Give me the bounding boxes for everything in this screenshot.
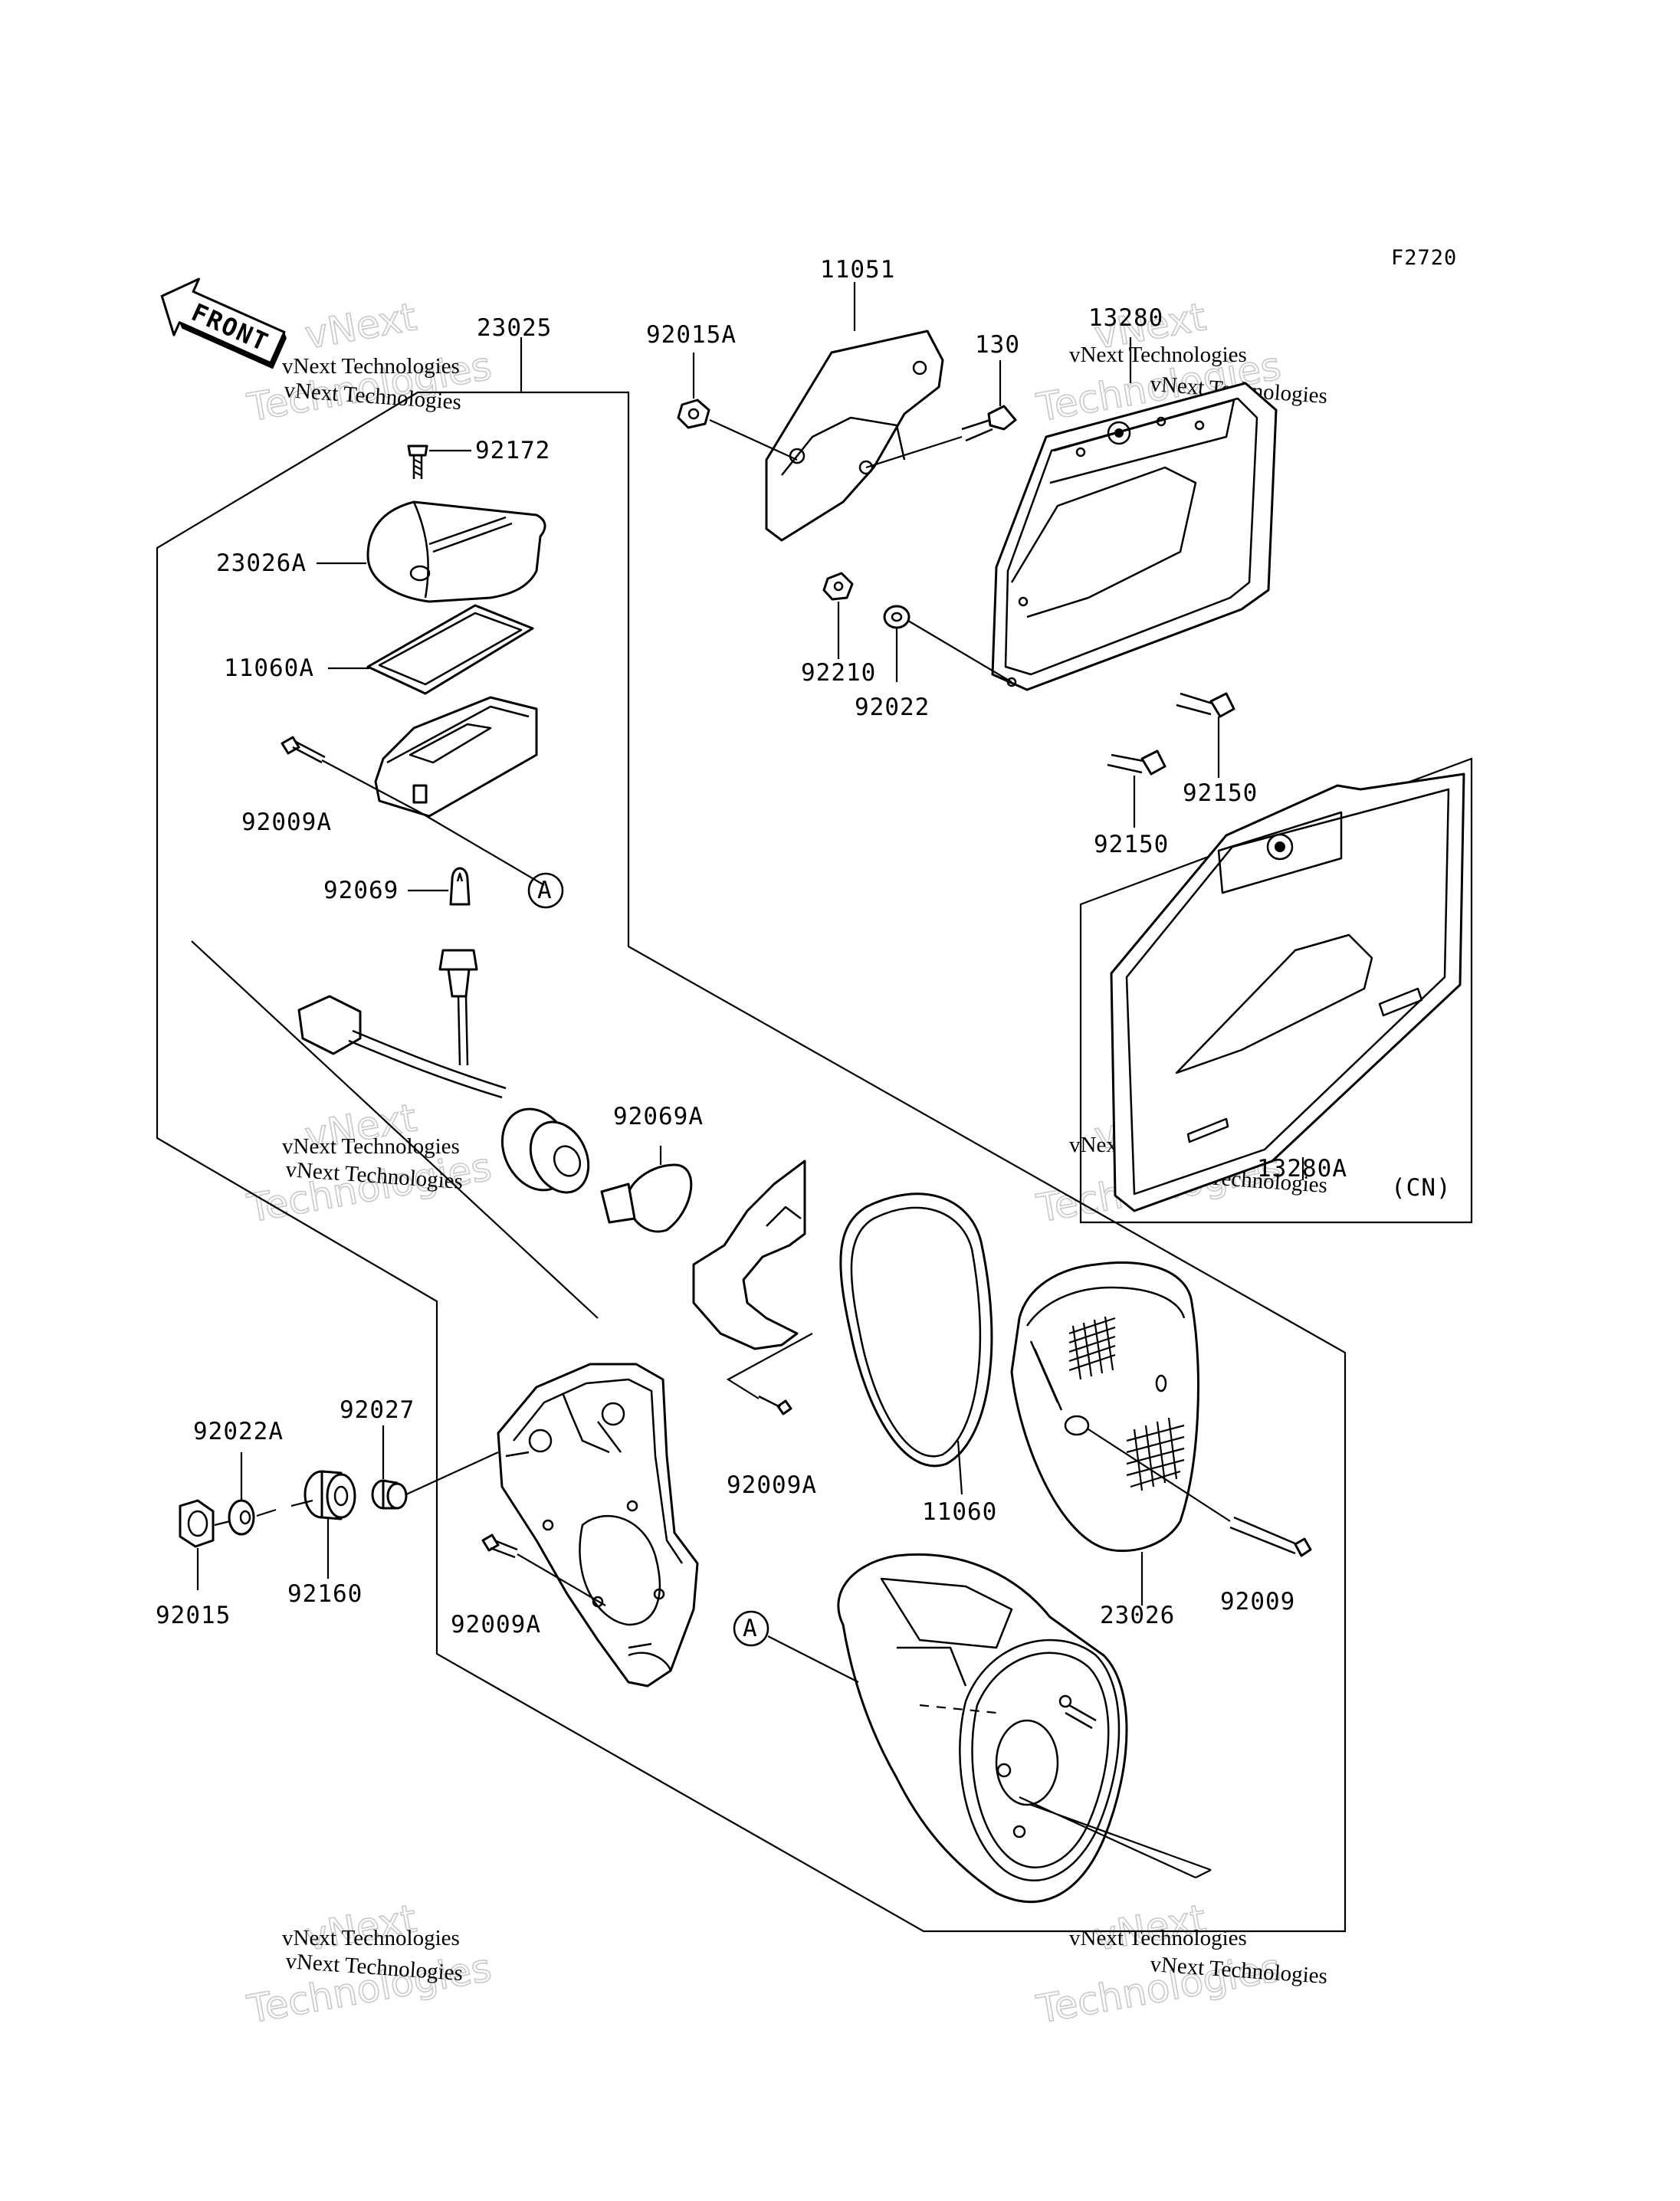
part-label-92009A: 92009A [451,1611,541,1638]
part-label-11060A: 11060A [224,654,314,682]
ref-circle-a2 [733,1610,769,1647]
lamp-housing [374,696,545,886]
part-label-11051: 11051 [820,256,895,284]
bolt-92150-a [1176,692,1235,778]
watermark-text: vNext Technologies [282,1926,460,1950]
lens-23026 [1010,1261,1199,1606]
spacer-92027 [371,1425,499,1510]
screw-92009 [1088,1429,1312,1557]
part-label-23025: 23025 [477,314,552,342]
part-label-92160: 92160 [287,1580,363,1608]
part-label-13280: 13280 [1088,304,1163,332]
part-label-13280A: 13280A [1257,1155,1347,1183]
bolt-92150-b [1107,750,1166,828]
nut-92210 [822,572,854,659]
part-label-92027: 92027 [340,1396,415,1424]
nut-92015 [179,1499,231,1590]
washer-92022 [883,605,1012,683]
part-label-92069: 92069 [323,877,399,904]
part-label-92009: 92009 [1220,1588,1295,1615]
grommet-92160 [290,1470,356,1579]
part-label-92022A: 92022A [193,1418,284,1445]
part-label-11060: 11060 [922,1498,997,1526]
screw-92172 [407,444,471,479]
ref-circle-a1 [527,872,564,909]
watermark-word: vNext [302,294,420,357]
gasket-11060A [328,604,534,695]
part-label-23026A: 23026A [216,549,307,577]
bolt-130 [865,360,1017,469]
watermark-text: vNext Technologies [1069,1926,1247,1950]
tail-lamp-housing [837,1553,1212,1904]
gasket-11060 [839,1192,993,1495]
lamp-cover-23026A [317,500,546,603]
bulb-92069A [600,1146,693,1233]
base-bracket [497,1363,699,1688]
part-label-23026: 23026 [1100,1602,1175,1629]
bulb-92069 [408,867,471,906]
reflector [692,1160,813,1399]
plate-13280A-cn [1110,772,1465,1212]
ref-leader-a2 [767,1635,859,1683]
part-label-92172: 92172 [475,437,550,464]
nut-92015A [677,353,798,461]
part-label-92069A: 92069A [613,1103,704,1130]
part-label-92009A: 92009A [241,809,332,836]
part-label-92015: 92015 [156,1602,231,1629]
screw-92009A-low [481,1533,606,1606]
front-arrow-icon: FRONT [160,277,287,369]
bracket-11051 [765,282,944,542]
part-label-92210: 92210 [801,659,876,687]
socket-harness [297,949,590,1194]
watermark-text: vNext Technologies [282,354,460,379]
ref-label-a1: A [537,877,553,904]
figure-code: F2720 [1391,246,1457,270]
watermark-text: vNext Technologies [282,1134,460,1159]
part-label-130: 130 [975,331,1020,359]
plate-13280 [991,337,1278,691]
part-label-92015A: 92015A [646,321,737,349]
part-labels: 23025 92172 23026A 11060A 92009A 92069 9… [156,256,1347,1638]
screw-92009A-mid [758,1395,792,1415]
part-label-92022: 92022 [855,694,930,721]
screw-92009A-left [281,736,421,813]
washer-92022A [228,1452,277,1536]
part-label-92150: 92150 [1183,779,1258,807]
variant-label: (CN) [1391,1174,1452,1202]
part-label-92150: 92150 [1094,831,1169,858]
watermark-text: vNext Technologies [1069,343,1247,367]
ref-label-a2: A [743,1615,758,1642]
part-label-92009A: 92009A [727,1471,817,1499]
